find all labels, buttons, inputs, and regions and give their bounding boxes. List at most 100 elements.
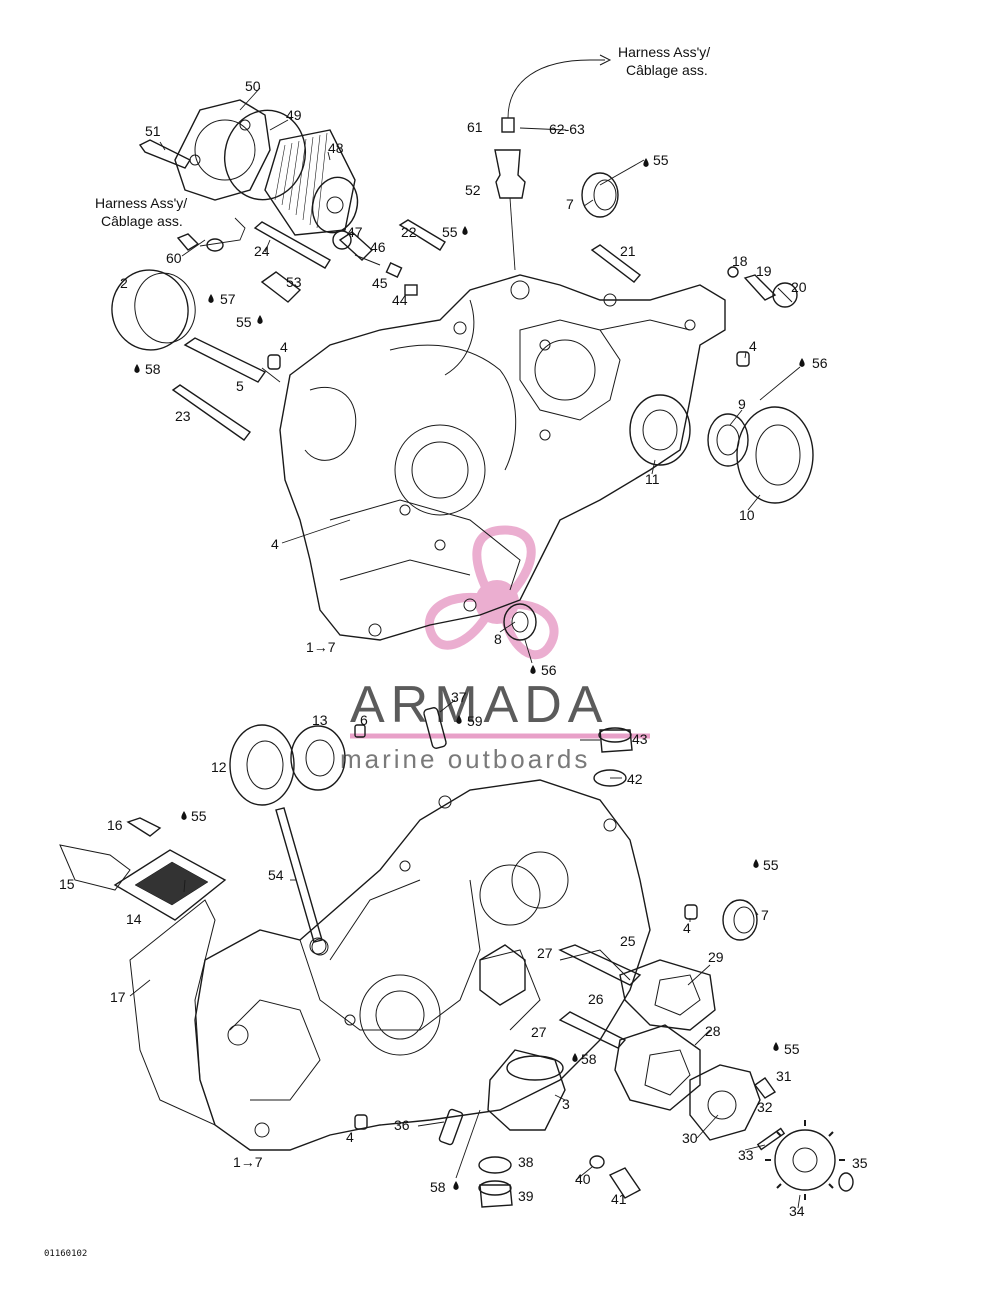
callout-label: 53 — [286, 274, 302, 290]
harness-note-left-line1: Harness Ass'y/ — [95, 195, 187, 211]
callout-label: 41 — [611, 1191, 627, 1207]
callout-label: 39 — [518, 1188, 534, 1204]
callout-label: 13 — [312, 712, 328, 728]
callout-label: 12 — [211, 759, 227, 775]
callout-label: 25 — [620, 933, 636, 949]
callout-label: 4 — [280, 339, 288, 355]
callout-label: 62-63 — [549, 121, 585, 137]
oil-drop-icon — [753, 859, 759, 868]
callout-label: 19 — [756, 263, 772, 279]
callout-label: 34 — [789, 1203, 805, 1219]
oil-drop-icon — [530, 665, 536, 674]
callout-label: 51 — [145, 123, 161, 139]
callout-label: 4 — [271, 536, 279, 552]
callout-label: 5 — [236, 378, 244, 394]
callout-label: 4 — [749, 338, 757, 354]
callout-label: 7 — [566, 196, 574, 212]
callout-label: 14 — [126, 911, 142, 927]
oil-pump-group — [479, 944, 845, 1200]
callout-label: 49 — [286, 107, 302, 123]
leader-lines — [129, 87, 801, 1209]
callout-label: 55 — [236, 314, 252, 330]
callout-label: 55 — [763, 857, 779, 873]
callout-label: 58 — [430, 1179, 446, 1195]
callout-label: 15 — [59, 876, 75, 892]
callout-label: 9 — [738, 396, 746, 412]
upper-callouts: 50 49 48 51 24 47 46 45 44 22 21 18 19 2… — [120, 78, 828, 678]
upper-bearings — [111, 172, 814, 641]
oil-filter-group — [138, 99, 359, 236]
callout-label: 55 — [191, 808, 207, 824]
oil-drop-icon — [572, 1053, 578, 1062]
callout-label: 16 — [107, 817, 123, 833]
callout-label: 30 — [682, 1130, 698, 1146]
harness-note-top-line1: Harness Ass'y/ — [618, 44, 710, 60]
callout-label: 3 — [562, 1096, 570, 1112]
callout-label: 4 — [346, 1129, 354, 1145]
lower-crankcase-assembly — [194, 779, 651, 1151]
callout-label: 27 — [537, 945, 553, 961]
oil-drop-icon — [453, 1181, 459, 1190]
gasket-17 — [129, 899, 216, 1126]
callout-label: 1→7 — [306, 639, 336, 655]
callout-label: 44 — [392, 292, 408, 308]
callout-label: 40 — [575, 1171, 591, 1187]
oil-drop-icon — [773, 1042, 779, 1051]
callout-label: 11 — [645, 471, 660, 487]
callout-label: 38 — [518, 1154, 534, 1170]
callout-label: 37 — [451, 689, 467, 705]
upper-crankcase-assembly — [279, 274, 726, 641]
oil-drop-icon — [462, 226, 468, 235]
callout-label: 56 — [541, 662, 557, 678]
callout-label: 6 — [360, 712, 368, 728]
callout-label: 22 — [401, 224, 417, 240]
callout-label: 33 — [738, 1147, 754, 1163]
sensor-52-group — [494, 54, 612, 271]
callout-label: 59 — [467, 713, 483, 729]
callout-label: 42 — [627, 771, 643, 787]
callout-label: 46 — [370, 239, 386, 255]
callout-label: 55 — [442, 224, 458, 240]
callout-label: 50 — [245, 78, 261, 94]
callout-label: 27 — [531, 1024, 547, 1040]
callout-label: 45 — [372, 275, 388, 291]
lower-bearings — [229, 724, 758, 1208]
callout-label: 1→7 — [233, 1154, 263, 1170]
callout-label: 55 — [653, 152, 669, 168]
figure-code: 01160102 — [44, 1249, 87, 1259]
watermark-logo — [424, 525, 559, 660]
callout-label: 31 — [776, 1068, 792, 1084]
watermark-tagline: marine outboards — [340, 744, 590, 774]
callout-label: 20 — [791, 279, 807, 295]
callout-label: 52 — [465, 182, 481, 198]
callout-label: 24 — [254, 243, 270, 259]
callout-label: 47 — [347, 224, 363, 240]
callout-label: 26 — [588, 991, 604, 1007]
callout-label: 43 — [632, 731, 648, 747]
callout-label: 61 — [467, 119, 483, 135]
callout-label: 28 — [705, 1023, 721, 1039]
callout-label: 23 — [175, 408, 191, 424]
callout-label: 36 — [394, 1117, 410, 1133]
callout-label: 21 — [620, 243, 636, 259]
harness-note-left-line2: Câblage ass. — [101, 213, 183, 229]
lower-fasteners — [126, 707, 854, 1199]
callout-label: 48 — [328, 140, 344, 156]
oil-drop-icon — [643, 158, 649, 167]
callout-label: 18 — [732, 253, 748, 269]
watermark-word: ARMADA — [350, 676, 608, 734]
screen-14-plate-15 — [59, 844, 227, 921]
callout-label: 35 — [852, 1155, 868, 1171]
oil-drop-icons — [134, 158, 805, 1190]
oil-drop-icon — [181, 811, 187, 820]
oil-drop-icon — [456, 715, 462, 724]
harness-note-top-line2: Câblage ass. — [626, 62, 708, 78]
upper-fasteners — [171, 217, 798, 441]
callout-label: 8 — [494, 631, 502, 647]
callout-label: 57 — [220, 291, 236, 307]
oil-drop-icon — [257, 315, 263, 324]
callout-label: 58 — [581, 1051, 597, 1067]
oil-drop-icon — [799, 358, 805, 367]
callout-label: 10 — [739, 507, 755, 523]
